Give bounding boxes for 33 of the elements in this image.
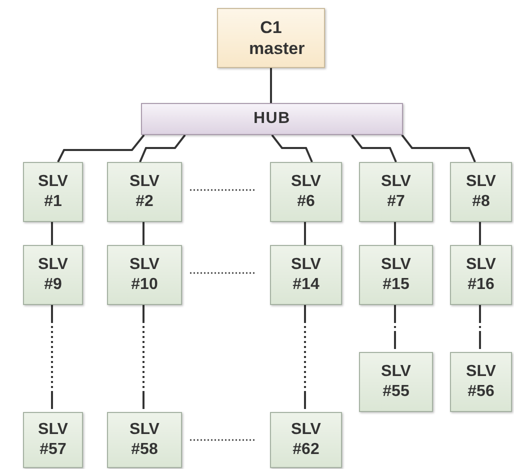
slave-box: SLV #14	[270, 245, 342, 305]
connector-line	[351, 134, 397, 162]
connector-line	[401, 134, 476, 162]
connector-line	[394, 222, 396, 245]
dotted-connector-line	[479, 305, 481, 352]
slave-box: SLV #8	[450, 162, 512, 222]
connector-line	[142, 222, 144, 245]
slave-box: SLV #1	[23, 162, 83, 222]
slave-box: SLV #58	[107, 412, 182, 468]
connector-line	[479, 222, 481, 245]
connector-line	[271, 134, 313, 162]
dotted-connector-line	[394, 305, 396, 352]
slave-box: SLV #62	[270, 412, 342, 468]
slave-box: SLV #2	[107, 162, 182, 222]
dotted-connector-line	[304, 305, 306, 412]
master-box: C1 master	[217, 8, 325, 68]
slave-box: SLV #10	[107, 245, 182, 305]
dotted-connector-line	[51, 305, 53, 412]
connector-line	[304, 222, 306, 245]
slave-box: SLV #7	[359, 162, 433, 222]
connector-line	[57, 134, 145, 162]
slave-box: SLV #6	[270, 162, 342, 222]
connector-line	[270, 68, 272, 103]
hub-box: HUB	[141, 103, 403, 135]
dotted-connector-line	[142, 305, 144, 412]
slave-box: SLV #55	[359, 352, 433, 412]
connector-line	[139, 134, 186, 162]
connector-line	[51, 222, 53, 245]
slave-box: SLV #16	[450, 245, 512, 305]
slave-box: SLV #9	[23, 245, 83, 305]
slave-box: SLV #57	[23, 412, 83, 468]
slave-box: SLV #15	[359, 245, 433, 305]
slave-box: SLV #56	[450, 352, 512, 412]
